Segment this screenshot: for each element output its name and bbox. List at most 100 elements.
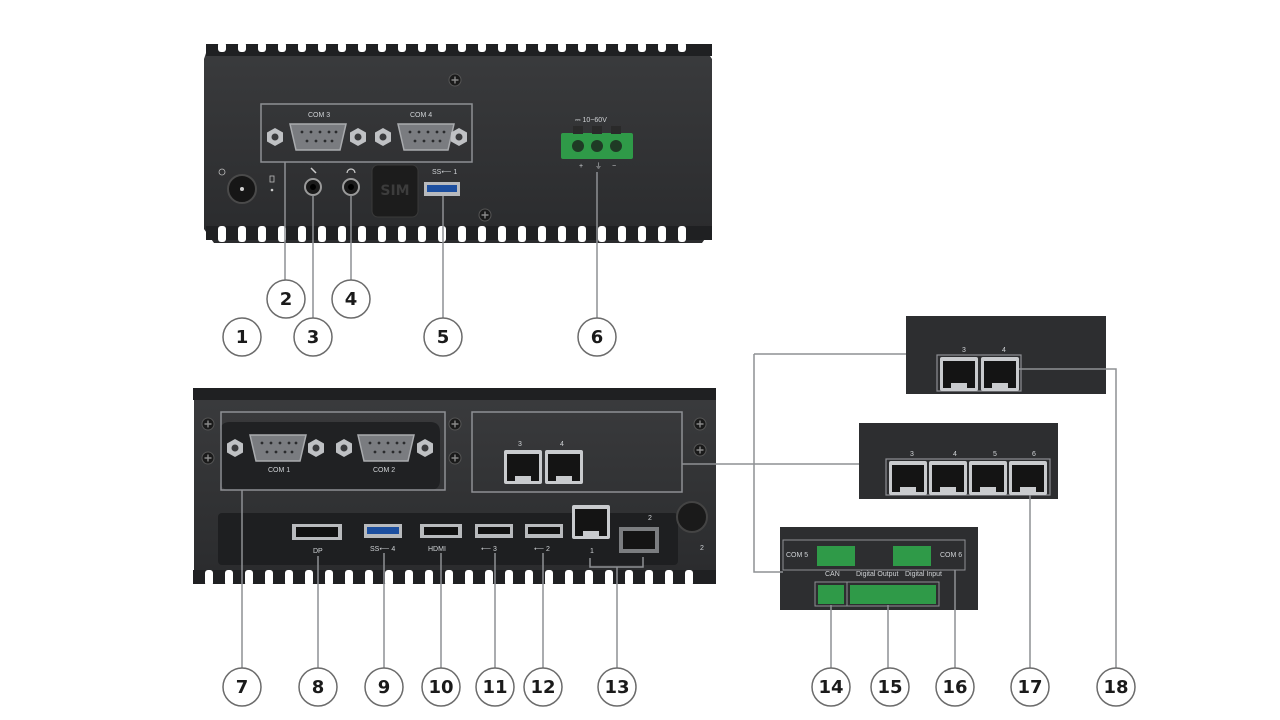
sim-slot <box>371 164 419 218</box>
lan3-label: 3 <box>518 441 522 448</box>
power-button-center <box>240 187 244 191</box>
lan1-port <box>572 505 610 539</box>
callout-13-label: 13 <box>604 677 629 698</box>
callout-18-label: 18 <box>1103 677 1128 698</box>
displayport-icon: DP <box>313 548 323 555</box>
callout-17: 17 <box>1010 667 1050 707</box>
storage-led-icon <box>269 175 275 183</box>
com1-port <box>249 434 307 462</box>
callout-5: 5 <box>423 317 463 357</box>
callout-7-label: 7 <box>236 677 249 698</box>
lan2-label: 2 <box>648 515 652 522</box>
callout-4-label: 4 <box>345 289 358 310</box>
callout-3: 3 <box>293 317 333 357</box>
opt4-lan3-label: 3 <box>910 451 914 458</box>
lan4-label: 4 <box>560 441 564 448</box>
opt2-lan4-port <box>981 357 1019 391</box>
opt4-lan4-label: 4 <box>953 451 957 458</box>
callout-11-label: 11 <box>482 677 507 698</box>
usb2-label: ⟵ 2 <box>534 546 550 553</box>
callout-11: 11 <box>475 667 515 707</box>
opt2-lan3-label: 3 <box>962 347 966 354</box>
com6-label: COM 6 <box>940 552 962 559</box>
lan4-port <box>545 450 583 484</box>
callout-15: 15 <box>870 667 910 707</box>
screw-icon <box>693 417 707 431</box>
screw-icon <box>478 208 492 222</box>
top-device: COM 3 COM 4 SIM SS⟵ 1 ⎓ 10~60V + <box>204 42 712 243</box>
antenna-connector <box>676 501 708 533</box>
digital-output-label: Digital Output <box>856 571 898 578</box>
minus-icon: − <box>612 163 616 170</box>
callout-12: 12 <box>523 667 563 707</box>
mic-jack-hole <box>310 184 316 190</box>
bottom-device: COM 1 COM 2 3 4 DP SS⟵ 4 HDMI ⟵ 3 ⟵ 2 1 <box>193 388 716 586</box>
callout-4: 4 <box>331 279 371 319</box>
power-symbol-icon <box>218 168 226 176</box>
screw-icon <box>693 443 707 457</box>
lan3-port <box>504 450 542 484</box>
ground-icon: ⏚ <box>595 162 602 170</box>
option-2lan-module: 3 4 <box>906 316 1106 394</box>
com5-label: COM 5 <box>786 552 808 559</box>
com4-port <box>397 123 455 151</box>
callout-17-label: 17 <box>1017 677 1042 698</box>
callout-6: 6 <box>577 317 617 357</box>
expansion-window-frame <box>471 411 683 493</box>
plus-icon: + <box>579 163 583 170</box>
com3-port <box>289 123 347 151</box>
callout-16: 16 <box>935 667 975 707</box>
can-terminal <box>818 585 844 604</box>
callout-2: 2 <box>266 279 306 319</box>
callout-14: 14 <box>811 667 851 707</box>
callout-12-label: 12 <box>530 677 555 698</box>
usb4-label: SS⟵ 4 <box>370 546 395 553</box>
antenna-label: 2 <box>700 545 704 552</box>
callout-9-label: 9 <box>378 677 391 698</box>
callout-16-label: 16 <box>942 677 967 698</box>
usb1-label: SS⟵ 1 <box>432 169 457 176</box>
lan1-label: 1 <box>590 548 594 555</box>
callout-1-label: 1 <box>236 327 249 348</box>
callout-10-label: 10 <box>428 677 453 698</box>
screw-icon <box>448 451 462 465</box>
opt2-lan4-label: 4 <box>1002 347 1006 354</box>
screw-icon <box>448 73 462 87</box>
com4-label: COM 4 <box>410 112 432 119</box>
opt4-lan5-port <box>969 461 1007 495</box>
dio-terminal <box>850 585 936 604</box>
screw-icon <box>448 417 462 431</box>
digital-input-label: Digital Input <box>905 571 942 578</box>
callout-2-label: 2 <box>280 289 293 310</box>
top-com-group-frame <box>260 103 473 163</box>
opt4-lan3-port <box>889 461 927 495</box>
callout-10: 10 <box>421 667 461 707</box>
callout-18: 18 <box>1096 667 1136 707</box>
mic-icon <box>310 167 317 174</box>
opt4-lan5-label: 5 <box>993 451 997 458</box>
com6-terminal <box>893 546 931 566</box>
headphone-icon <box>346 168 356 174</box>
callout-5-label: 5 <box>437 327 450 348</box>
callout-6-label: 6 <box>591 327 604 348</box>
com5-terminal <box>817 546 855 566</box>
com2-port <box>357 434 415 462</box>
com2-label: COM 2 <box>373 467 395 474</box>
callout-13: 13 <box>597 667 637 707</box>
led-indicator <box>270 188 274 192</box>
opt2-lan3-port <box>940 357 978 391</box>
bottom-com-group-frame <box>220 411 446 491</box>
callout-15-label: 15 <box>877 677 902 698</box>
sim-label: SIM <box>380 183 409 199</box>
can-label: CAN <box>825 571 840 578</box>
callout-9: 9 <box>364 667 404 707</box>
opt4-lan6-label: 6 <box>1032 451 1036 458</box>
screw-icon <box>201 451 215 465</box>
opt4-lan4-port <box>929 461 967 495</box>
com1-label: COM 1 <box>268 467 290 474</box>
callouts: 1 2 3 4 5 6 7 8 9 10 11 12 13 14 15 16 1… <box>222 279 1136 707</box>
callout-7: 7 <box>222 667 262 707</box>
power-spec-label: ⎓ 10~60V <box>575 117 607 124</box>
usb1-port-tongue <box>427 185 457 192</box>
leader-lines <box>241 162 1117 668</box>
